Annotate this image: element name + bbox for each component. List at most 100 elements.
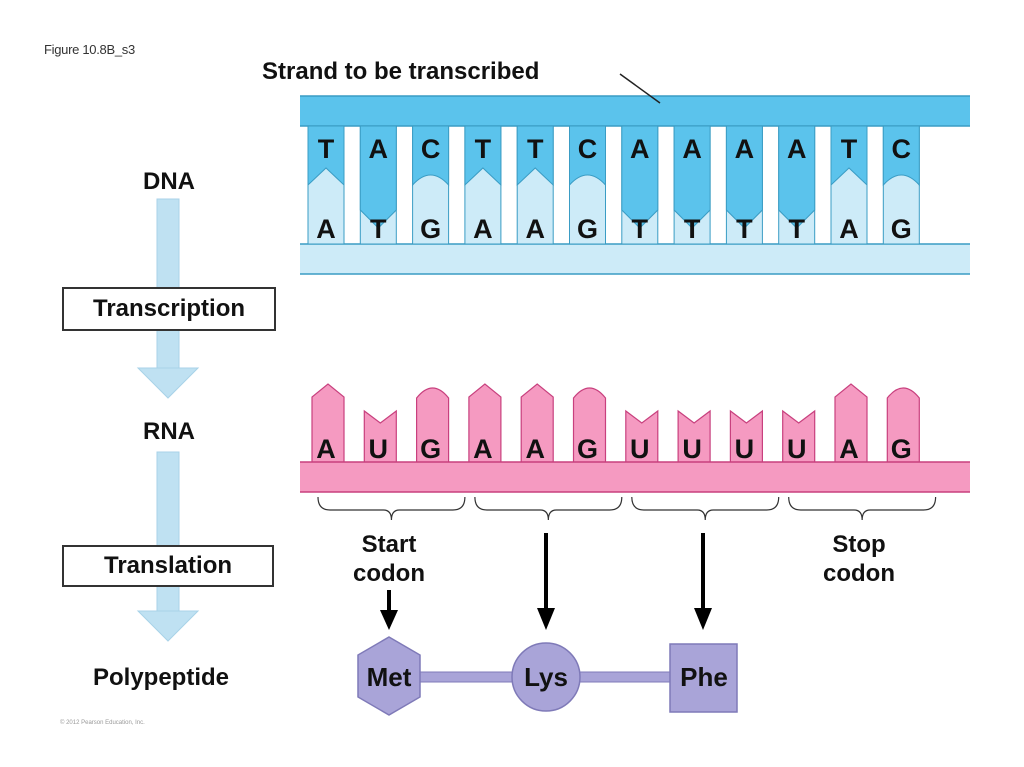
arrow-uuu-to-phe (694, 533, 712, 630)
polypeptide-label: Polypeptide (92, 664, 230, 691)
rna-base: U (787, 434, 807, 464)
rna-base: G (891, 434, 912, 464)
amino-acid-phe: Phe (680, 662, 728, 692)
rna-backbone (300, 462, 970, 492)
dna-complement-base: A (525, 214, 545, 244)
dna-base-pair: CG (882, 125, 920, 245)
codon-brace (788, 496, 937, 521)
transcription-label: Transcription (92, 295, 246, 322)
dna-template-base: T (527, 134, 544, 164)
dna-template-base: T (475, 134, 492, 164)
rna-base-shape (886, 387, 920, 462)
strand-pointer-line (619, 73, 661, 104)
dna-template-base: T (318, 134, 335, 164)
phe-square (669, 643, 738, 713)
dna-base-pair: AT (621, 125, 659, 245)
dna-template-base: C (892, 134, 912, 164)
dna-template-base: A (735, 134, 755, 164)
rna-base: A (839, 434, 859, 464)
rna-base: U (630, 434, 650, 464)
copyright-notice: © 2012 Pearson Education, Inc. (60, 720, 145, 726)
dna-template-base: A (787, 134, 807, 164)
amino-acid-lys: Lys (524, 662, 568, 692)
rna-base: U (369, 434, 389, 464)
dna-complement-base: T (370, 214, 387, 244)
dna-template-base: A (682, 134, 702, 164)
polypeptide-chain: Met Lys Phe (357, 636, 738, 716)
start-codon-line1: Start (361, 531, 417, 558)
dna-complement-base: A (473, 214, 493, 244)
rna-base: U (682, 434, 702, 464)
rna-base-shape (520, 383, 554, 462)
dna-complement-backbone (300, 244, 970, 274)
dna-base-pair: TA (830, 125, 868, 245)
dna-template-base: C (578, 134, 598, 164)
dna-complement-base: T (788, 214, 805, 244)
rna-base-shape (311, 383, 345, 462)
rna-label: RNA (143, 418, 195, 445)
stop-codon-label: Stop codon (789, 530, 929, 588)
codon-arrows (380, 533, 712, 630)
start-codon-line2: codon (353, 560, 425, 587)
stop-codon-line1: Stop (832, 531, 886, 558)
dna-template-base: T (841, 134, 858, 164)
rna-base-shape (729, 409, 763, 462)
start-codon-label: Start codon (319, 530, 459, 588)
rna-base: A (525, 434, 545, 464)
dna-label: DNA (143, 168, 195, 195)
dna-complement-base: A (316, 214, 336, 244)
rna-base-shape (468, 383, 502, 462)
rna-base: G (577, 434, 598, 464)
rna-base: U (735, 434, 755, 464)
dna-base-pair: CG (412, 125, 450, 245)
dna-template-base: C (421, 134, 441, 164)
dna-base-pair: TA (516, 125, 554, 245)
dna-complement-base: G (577, 214, 598, 244)
rna-base: G (420, 434, 441, 464)
dna-template-backbone (300, 96, 970, 126)
dna-base-pair: AT (673, 125, 711, 245)
met-hexagon (357, 636, 421, 716)
peptide-bond-met-lys (414, 671, 516, 683)
rna-base: A (316, 434, 336, 464)
dna-complement-base: T (632, 214, 649, 244)
codon-brace (631, 496, 780, 521)
dna-base-pair: AT (725, 125, 763, 245)
lys-circle (511, 642, 581, 712)
arrow-start-to-met (380, 590, 398, 630)
rna-base-shape (677, 409, 711, 462)
rna-base-shape (416, 387, 450, 462)
amino-acid-met: Met (367, 662, 412, 692)
stop-codon-line2: codon (823, 560, 895, 587)
dna-base-pair: TA (464, 125, 502, 245)
dna-base-pair: CG (569, 125, 606, 245)
dna-template-base: A (630, 134, 650, 164)
dna-complement-base: A (839, 214, 859, 244)
dna-complement-base: T (684, 214, 701, 244)
dna-template-base: A (369, 134, 389, 164)
arrow-aag-to-lys (537, 533, 555, 630)
dna-complement-base: G (420, 214, 441, 244)
peptide-bond-lys-phe (577, 671, 674, 683)
dna-complement-base: T (736, 214, 753, 244)
figure-label: Figure 10.8B_s3 (44, 42, 135, 57)
dna-base-pair: AT (778, 125, 816, 245)
dna-complement-base: G (891, 214, 912, 244)
transcription-box: Transcription (62, 287, 276, 331)
rna-base-shape (834, 383, 868, 462)
dna-base-pair: TA (307, 125, 345, 245)
codon-brace (474, 496, 623, 521)
translation-box: Translation (62, 545, 274, 587)
rna-base: A (473, 434, 493, 464)
dna-base-pair: AT (359, 125, 397, 245)
codon-brace (317, 496, 466, 521)
rna-base-shape (572, 387, 607, 462)
strand-to-be-transcribed-label: Strand to be transcribed (262, 58, 540, 85)
rna-base-shape (782, 409, 816, 462)
rna-base-shape (625, 409, 659, 462)
translation-label: Translation (103, 552, 233, 579)
rna-base-shape (363, 409, 397, 462)
